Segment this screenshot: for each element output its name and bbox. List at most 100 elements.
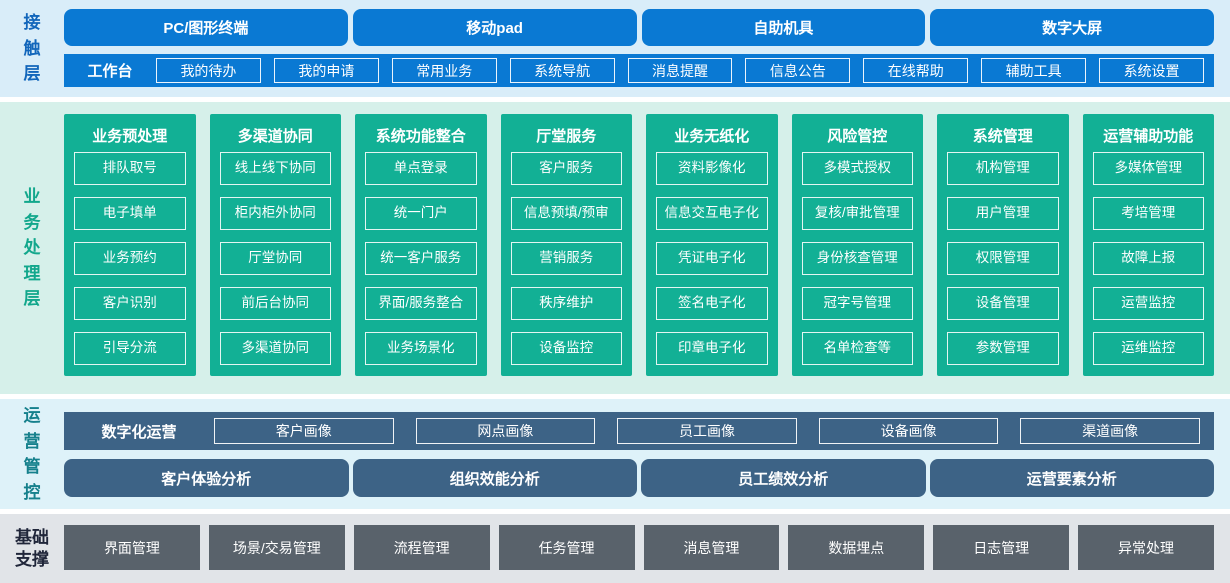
business-item: 电子填单 — [74, 197, 186, 230]
business-column-title: 多渠道协同 — [237, 127, 313, 145]
business-column: 系统功能整合 单点登录统一门户统一客户服务界面/服务整合业务场景化 — [355, 114, 487, 376]
workbench-item: 我的待办 — [156, 58, 261, 83]
business-item: 柜内柜外协同 — [219, 197, 331, 230]
business-column: 业务预处理 排队取号电子填单业务预约客户识别引导分流 — [64, 114, 196, 376]
foundation-item: 异常处理 — [1078, 525, 1214, 570]
business-item: 排队取号 — [74, 152, 186, 185]
business-column-title: 系统管理 — [972, 127, 1033, 145]
business-item: 多模式授权 — [801, 152, 913, 185]
portrait-item: 客户画像 — [214, 418, 394, 444]
business-item: 复核/审批管理 — [801, 197, 913, 230]
business-item: 身份核查管理 — [801, 242, 913, 275]
foundation-item: 数据埋点 — [788, 525, 925, 570]
workbench-item: 辅助工具 — [981, 58, 1087, 83]
business-item: 参数管理 — [947, 332, 1059, 365]
business-column: 业务无纸化 资料影像化信息交互电子化凭证电子化签名电子化印章电子化 — [646, 114, 778, 376]
analysis-bar: 员工绩效分析 — [641, 459, 926, 497]
analysis-bar: 组织效能分析 — [352, 459, 637, 497]
business-item: 单点登录 — [365, 152, 477, 185]
workbench-item: 信息公告 — [745, 58, 851, 83]
workbench-items: 我的待办我的申请常用业务系统导航消息提醒信息公告在线帮助辅助工具系统设置 — [156, 58, 1214, 83]
workbench-label: 工作台 — [87, 63, 133, 80]
business-item: 权限管理 — [947, 242, 1059, 275]
workbench-item: 我的申请 — [273, 58, 379, 83]
business-item: 业务场景化 — [365, 332, 477, 365]
contact-layer-gutter: 接触层 — [0, 0, 64, 97]
business-column: 多渠道协同 线上线下协同柜内柜外协同厅堂协同前后台协同多渠道协同 — [209, 114, 341, 376]
business-column-items: 线上线下协同柜内柜外协同厅堂协同前后台协同多渠道协同 — [219, 152, 331, 365]
business-column-items: 客户服务信息预填/预审营销服务秩序维护设备监控 — [510, 152, 622, 365]
business-layer-gutter: 业务处理层 — [0, 102, 64, 394]
business-item: 界面/服务整合 — [365, 287, 477, 320]
business-item: 设备管理 — [947, 287, 1059, 320]
business-columns: 业务预处理 排队取号电子填单业务预约客户识别引导分流 多渠道协同 线上线下协同柜… — [64, 114, 1214, 376]
business-item: 多媒体管理 — [1092, 152, 1204, 185]
business-layer-label: 业务处理层 — [23, 187, 41, 309]
business-item: 厅堂协同 — [219, 242, 331, 275]
operation-layer-label: 运营管控 — [23, 406, 41, 502]
business-column-items: 机构管理用户管理权限管理设备管理参数管理 — [947, 152, 1059, 365]
business-item: 机构管理 — [947, 152, 1059, 185]
business-item: 前后台协同 — [219, 287, 331, 320]
business-item: 信息交互电子化 — [656, 197, 768, 230]
business-layer-band: 业务处理层 业务预处理 排队取号电子填单业务预约客户识别引导分流 多渠道协同 — [0, 102, 1230, 394]
business-column-title: 运营辅助功能 — [1103, 127, 1194, 145]
business-column: 系统管理 机构管理用户管理权限管理设备管理参数管理 — [937, 114, 1069, 376]
business-column-title: 业务无纸化 — [674, 127, 750, 145]
business-column-items: 资料影像化信息交互电子化凭证电子化签名电子化印章电子化 — [656, 152, 768, 365]
portrait-items: 客户画像网点画像员工画像设备画像渠道画像 — [214, 418, 1214, 444]
business-item: 考培管理 — [1092, 197, 1204, 230]
business-item: 引导分流 — [74, 332, 186, 365]
business-item: 多渠道协同 — [219, 332, 331, 365]
foundation-layer-content: 界面管理场景/交易管理流程管理任务管理消息管理数据埋点日志管理异常处理 — [64, 514, 1230, 583]
business-column-title: 风险管控 — [827, 127, 888, 145]
portrait-item: 网点画像 — [415, 418, 596, 444]
business-item: 统一门户 — [365, 197, 477, 230]
business-layer-content: 业务预处理 排队取号电子填单业务预约客户识别引导分流 多渠道协同 线上线下协同柜… — [64, 102, 1230, 394]
workbench-item: 系统设置 — [1099, 58, 1205, 83]
business-item: 营销服务 — [510, 242, 622, 275]
analysis-row: 客户体验分析组织效能分析员工绩效分析运营要素分析 — [64, 459, 1214, 497]
business-column-title: 厅堂服务 — [536, 127, 597, 145]
workbench-item: 常用业务 — [391, 58, 497, 83]
digital-operation-label: 数字化运营 — [101, 423, 177, 441]
foundation-layer-label: 基础支撑 — [15, 528, 49, 569]
business-column-items: 单点登录统一门户统一客户服务界面/服务整合业务场景化 — [365, 152, 477, 365]
business-item: 业务预约 — [74, 242, 186, 275]
business-item: 故障上报 — [1092, 242, 1204, 275]
business-item: 运维监控 — [1092, 332, 1204, 365]
business-column-items: 多媒体管理考培管理故障上报运营监控运维监控 — [1092, 152, 1204, 365]
portrait-item: 渠道画像 — [1020, 418, 1200, 444]
business-item: 客户识别 — [74, 287, 186, 320]
business-item: 凭证电子化 — [656, 242, 768, 275]
terminal-button: 数字大屏 — [930, 9, 1214, 46]
business-item: 设备监控 — [510, 332, 622, 365]
business-column: 厅堂服务 客户服务信息预填/预审营销服务秩序维护设备监控 — [500, 114, 632, 376]
business-column-items: 多模式授权复核/审批管理身份核查管理冠字号管理名单检查等 — [801, 152, 913, 365]
workbench-item: 系统导航 — [509, 58, 615, 83]
foundation-item: 任务管理 — [498, 525, 635, 570]
operation-layer-content: 数字化运营 客户画像网点画像员工画像设备画像渠道画像 客户体验分析组织效能分析员… — [64, 399, 1230, 509]
foundation-row: 界面管理场景/交易管理流程管理任务管理消息管理数据埋点日志管理异常处理 — [64, 525, 1214, 570]
business-item: 线上线下协同 — [219, 152, 331, 185]
operation-layer-gutter: 运营管控 — [0, 399, 64, 509]
business-item: 运营监控 — [1092, 287, 1204, 320]
terminal-button: PC/图形终端 — [64, 9, 348, 46]
portrait-item: 员工画像 — [617, 418, 797, 444]
business-item: 用户管理 — [947, 197, 1059, 230]
foundation-item: 界面管理 — [64, 525, 200, 570]
operation-layer-band: 运营管控 数字化运营 客户画像网点画像员工画像设备画像渠道画像 客户体验分析组织… — [0, 399, 1230, 509]
terminal-button: 自助机具 — [641, 9, 926, 46]
business-column: 运营辅助功能 多媒体管理考培管理故障上报运营监控运维监控 — [1082, 114, 1214, 376]
business-item: 签名电子化 — [656, 287, 768, 320]
analysis-bar: 客户体验分析 — [64, 459, 349, 497]
workbench-item: 在线帮助 — [863, 58, 969, 83]
business-column-title: 业务预处理 — [92, 127, 168, 145]
business-column-title: 系统功能整合 — [375, 127, 466, 145]
foundation-item: 日志管理 — [933, 525, 1070, 570]
business-item: 客户服务 — [510, 152, 622, 185]
